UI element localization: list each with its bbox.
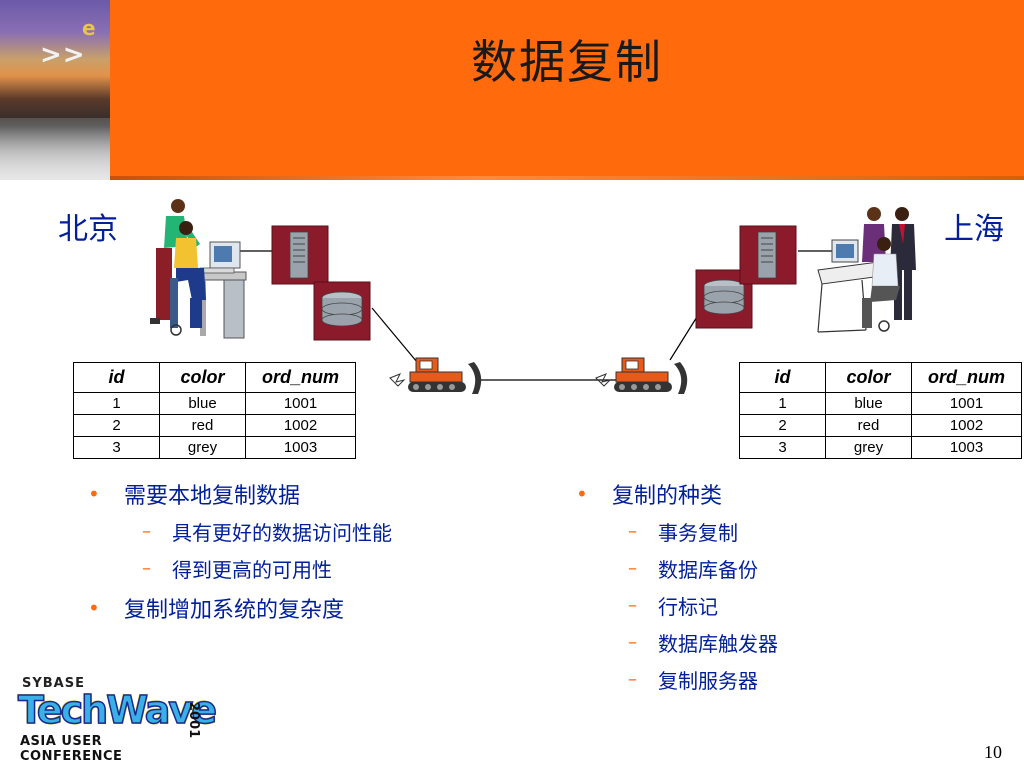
techwave-logo: SYBASE TechWave 2001 ASIA USER CONFERENC… (17, 676, 217, 764)
office-team-icon (817, 207, 916, 333)
city-label-shanghai: 上海 (944, 212, 1004, 247)
cell-id: 2 (73, 414, 160, 437)
header-photo-fog (0, 118, 110, 180)
list-item: – 得到更高的可用性 (142, 554, 332, 583)
connector-right-diag (669, 311, 701, 361)
bullet-marker: • (88, 482, 100, 506)
cell-id: 1 (739, 392, 826, 415)
logo-year: 2001 (186, 702, 201, 739)
column-header-ord-num: ord_num (911, 362, 1022, 393)
database-disk-icon (313, 281, 371, 341)
cell-color: grey (159, 436, 246, 459)
dash-marker: – (142, 558, 151, 579)
dash-marker: – (628, 595, 637, 616)
connector-left-diag (371, 307, 423, 369)
bullet-marker: • (88, 596, 100, 620)
bullet-text: 复制增加系统的复杂度 (124, 598, 345, 623)
table-row: 1 blue 1001 (739, 392, 1022, 415)
bullet-text: 复制服务器 (658, 669, 758, 693)
page-number: 10 (984, 742, 1002, 762)
list-item: – 数据库触发器 (628, 628, 778, 657)
table-row: 2 red 1002 (739, 414, 1022, 437)
column-header-ord-num: ord_num (245, 362, 356, 393)
dash-marker: – (628, 558, 637, 579)
cell-color: blue (159, 392, 246, 415)
list-item: – 具有更好的数据访问性能 (142, 517, 392, 546)
server-tower-icon (271, 225, 329, 285)
column-header-color: color (825, 362, 912, 393)
table-beijing: id color ord_num 1 blue 1001 2 red 1002 … (73, 362, 356, 459)
list-item: • 需要本地复制数据 (88, 478, 300, 510)
dash-marker: – (628, 521, 637, 542)
table-row: 3 grey 1003 (739, 436, 1022, 459)
cell-id: 1 (73, 392, 160, 415)
cell-ord-num: 1001 (245, 392, 356, 415)
cell-color: blue (825, 392, 912, 415)
bulldozer-icon (595, 357, 688, 394)
logo-product: TechWave (17, 687, 217, 733)
list-item: – 复制服务器 (628, 665, 758, 694)
list-item: – 事务复制 (628, 517, 738, 546)
bullet-text: 需要本地复制数据 (124, 484, 301, 509)
cell-id: 2 (739, 414, 826, 437)
column-header-id: id (739, 362, 826, 393)
bullet-text: 事务复制 (658, 521, 738, 545)
bullet-text: 复制的种类 (612, 484, 723, 509)
list-item: • 复制增加系统的复杂度 (88, 592, 344, 624)
dash-marker: – (142, 521, 151, 542)
city-label-beijing: 北京 (58, 212, 118, 247)
slide-title: 数据复制 (471, 35, 663, 89)
people-at-computer-icon (150, 199, 247, 339)
server-tower-icon (739, 225, 797, 285)
cell-color: red (825, 414, 912, 437)
cell-ord-num: 1001 (911, 392, 1022, 415)
column-header-color: color (159, 362, 246, 393)
header-orange-band (110, 0, 1024, 180)
table-row: 2 red 1002 (73, 414, 356, 437)
table-header-row: id color ord_num (739, 362, 1022, 393)
bullet-marker: • (576, 482, 588, 506)
list-item: – 数据库备份 (628, 554, 758, 583)
table-header-row: id color ord_num (73, 362, 356, 393)
bullet-text: 数据库触发器 (658, 632, 778, 656)
dash-marker: – (628, 632, 637, 653)
cell-color: red (159, 414, 246, 437)
header-photo: e >> (0, 0, 110, 180)
cell-ord-num: 1003 (245, 436, 356, 459)
list-item: – 行标记 (628, 591, 718, 620)
bullet-text: 行标记 (658, 595, 718, 619)
logo-subtitle: ASIA USER CONFERENCE (20, 734, 123, 764)
cell-ord-num: 1003 (911, 436, 1022, 459)
bullet-text: 具有更好的数据访问性能 (172, 521, 392, 545)
table-shanghai: id color ord_num 1 blue 1001 2 red 1002 … (739, 362, 1022, 459)
logo-brand: SYBASE (22, 676, 85, 691)
bullet-text: 数据库备份 (658, 558, 758, 582)
cell-id: 3 (73, 436, 160, 459)
cell-color: grey (825, 436, 912, 459)
cell-ord-num: 1002 (245, 414, 356, 437)
replication-diagram (150, 199, 916, 394)
bullet-text: 得到更高的可用性 (172, 558, 332, 582)
header-banner: e >> 数据复制 (0, 0, 1024, 180)
header-photo-letter: e (82, 16, 96, 40)
cell-id: 3 (739, 436, 826, 459)
dash-marker: – (628, 669, 637, 690)
column-header-id: id (73, 362, 160, 393)
table-row: 3 grey 1003 (73, 436, 356, 459)
bulldozer-icon (389, 357, 482, 394)
table-row: 1 blue 1001 (73, 392, 356, 415)
cell-ord-num: 1002 (911, 414, 1022, 437)
list-item: • 复制的种类 (576, 478, 722, 510)
header-photo-arrows: >> (40, 40, 86, 70)
